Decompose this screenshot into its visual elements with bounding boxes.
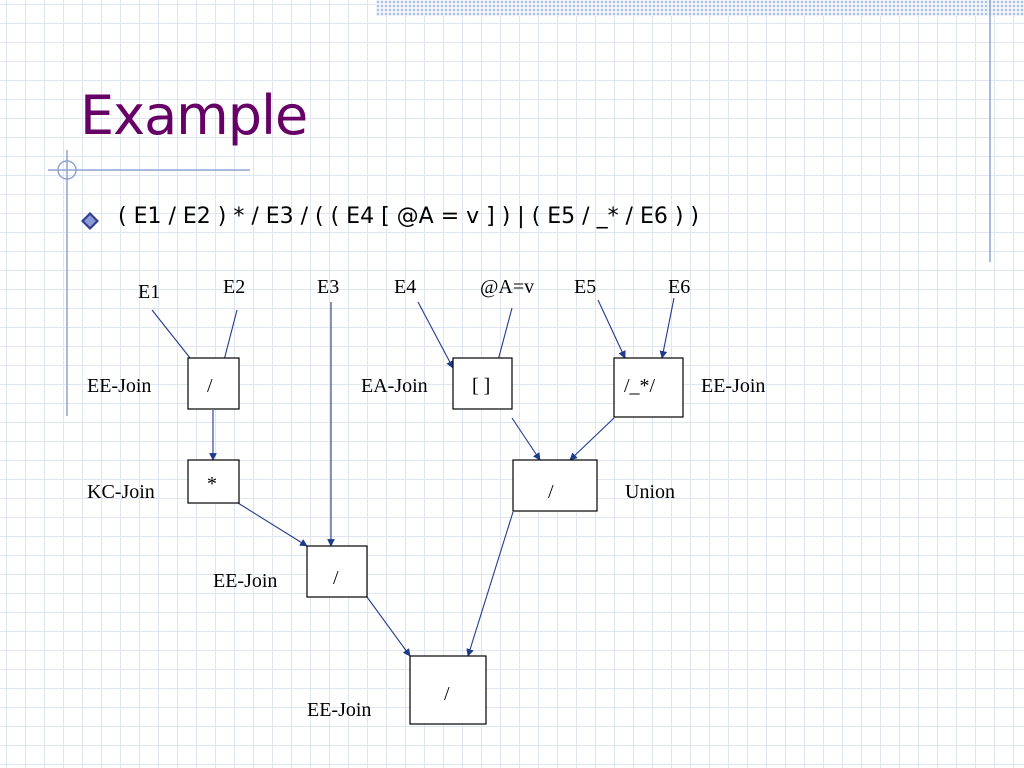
input-e3: E3 [317,276,339,298]
svg-text:[ ]: [ ] [472,375,490,397]
input-e5: E5 [574,276,596,298]
edge-e5-n5 [597,299,626,359]
node-union: / [512,459,598,512]
diamond-bullet-icon [81,212,99,230]
input-e1: E1 [138,281,160,303]
expression-bullet: ( E1 / E2 ) * / E3 / ( ( E4 [ @A = v ] )… [118,204,700,229]
label-ee-join-7: EE-Join [307,699,371,721]
edge-e4-n4 [417,301,454,369]
input-e2: E2 [223,276,245,298]
slide-title: Example [80,84,308,147]
node-ee-join-5: /_*/ [613,357,684,418]
label-ee-join-5: EE-Join [701,375,765,397]
input-e4: E4 [394,276,416,298]
input-attr: @A=v [480,276,534,298]
edge-n2-n3 [237,502,308,547]
label-kc-join: KC-Join [87,481,155,503]
label-ee-join-1: EE-Join [87,375,151,397]
edge-n4-n6 [511,417,541,461]
label-ea-join: EA-Join [361,375,428,397]
svg-text:/: / [444,683,450,705]
top-decoration-band [376,0,1024,16]
edge-e6-n5 [659,297,675,359]
input-e6: E6 [668,276,690,298]
node-kc-join: * [187,459,240,504]
svg-text:/: / [333,567,339,589]
node-ee-join-7: / [409,655,487,725]
svg-text:/_*/: /_*/ [624,375,656,397]
label-ee-join-3: EE-Join [213,570,277,592]
label-union: Union [625,481,675,503]
edge-n6-n7 [466,511,514,657]
svg-text:/: / [548,481,554,503]
node-ee-join-3: / [306,545,368,598]
node-ea-join: [ ] [452,357,513,410]
edge-n3-n7 [366,596,411,657]
svg-text:/: / [207,375,213,397]
node-ee-join-1: / [187,357,240,410]
edge-n5-n6 [569,417,615,461]
svg-text:*: * [207,473,217,495]
